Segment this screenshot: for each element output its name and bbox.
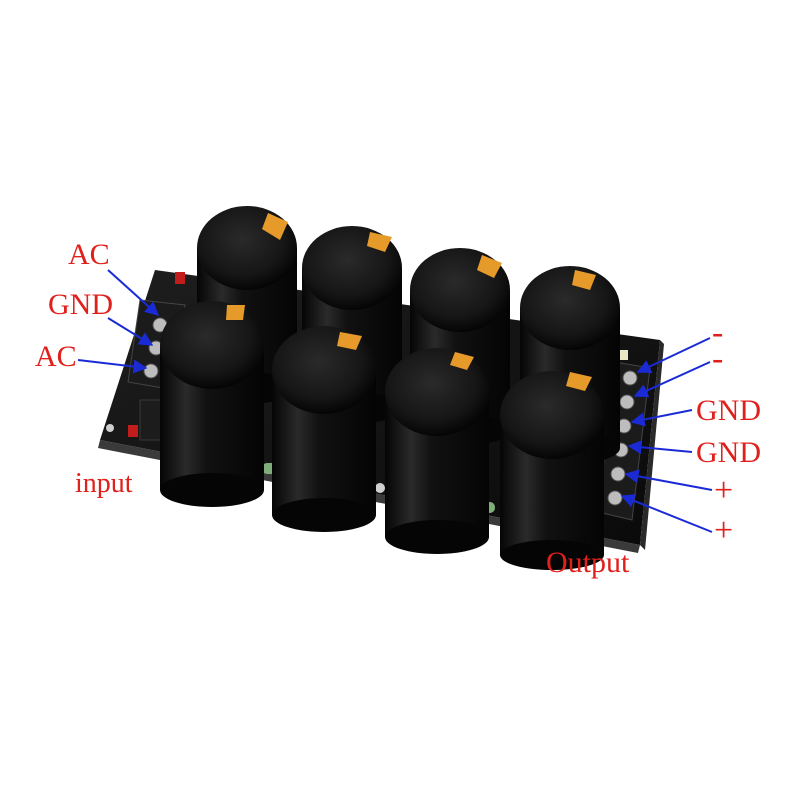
output-label-minus-1: - — [712, 314, 724, 351]
arrow-out-3 — [630, 409, 693, 427]
input-label-ac-1: AC — [68, 238, 110, 271]
input-caption: input — [75, 468, 133, 499]
capacitor-front-3 — [385, 348, 489, 554]
input-label-ac-2: AC — [35, 340, 77, 373]
arrow-out-1 — [636, 337, 711, 373]
arrow-gnd — [107, 317, 154, 346]
arrow-out-5 — [624, 469, 713, 491]
output-label-plus-1: + — [714, 472, 734, 509]
capacitor-front-1 — [160, 301, 264, 507]
output-label-gnd-2: GND — [696, 436, 761, 469]
output-label-plus-2: + — [714, 512, 734, 549]
output-label-minus-2: - — [712, 340, 724, 377]
capacitor-front-4 — [500, 371, 604, 570]
arrow-ac-2 — [77, 359, 148, 374]
output-arrows — [620, 337, 713, 533]
input-label-gnd: GND — [48, 288, 113, 321]
output-caption: Output — [546, 546, 630, 579]
arrow-out-2 — [633, 361, 711, 398]
arrow-out-6 — [620, 494, 713, 533]
input-arrows — [77, 269, 160, 374]
arrow-ac-1 — [107, 269, 160, 316]
capacitor-front-2 — [272, 326, 376, 532]
output-label-gnd-1: GND — [696, 394, 761, 427]
arrow-out-4 — [627, 440, 693, 455]
